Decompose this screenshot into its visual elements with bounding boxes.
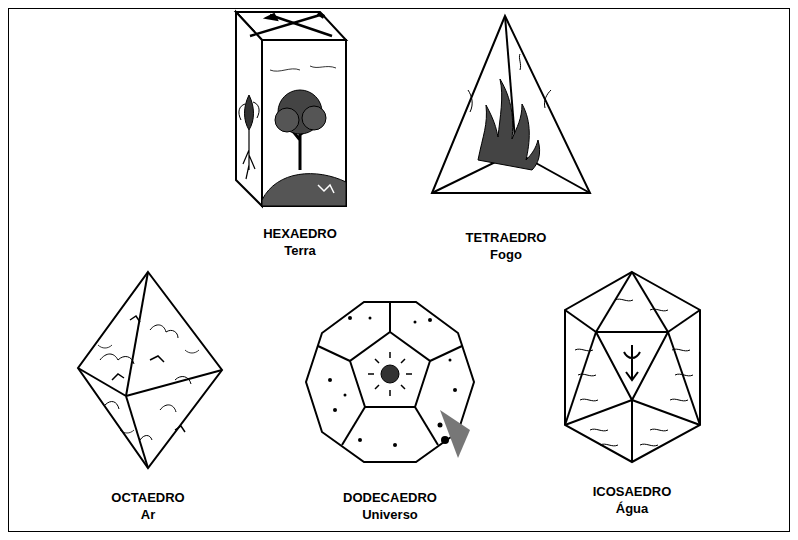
element-name: Universo [362,507,418,523]
element-name: Terra [284,243,316,259]
solid-name: HEXAEDRO [263,226,337,242]
octahedron-drawing [78,272,222,468]
tetrahedron-drawing [432,16,590,193]
solid-name: DODECAEDRO [343,490,437,506]
frame [9,9,790,532]
solid-name: TETRAEDRO [466,230,547,246]
solid-name: OCTAEDRO [111,490,184,506]
element-name: Fogo [490,247,522,263]
element-name: Água [616,501,649,517]
icosahedron-drawing [565,272,700,462]
solid-name: ICOSAEDRO [593,484,672,500]
cube-drawing [236,12,346,206]
dodecahedron-drawing [306,302,474,462]
element-name: Ar [141,507,155,523]
